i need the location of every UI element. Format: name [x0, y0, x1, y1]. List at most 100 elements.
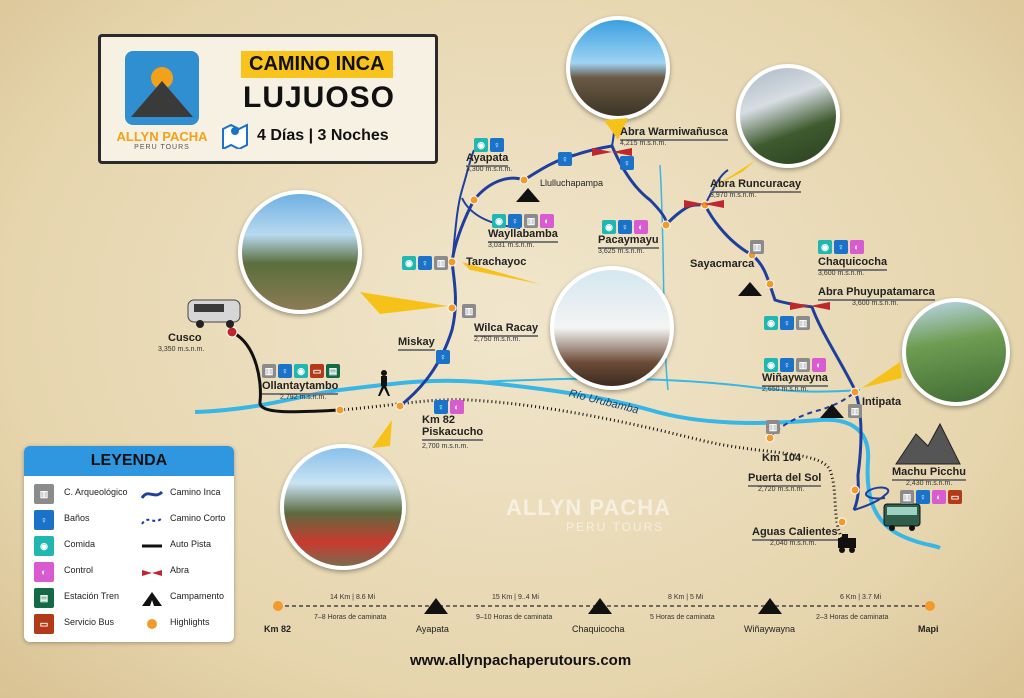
dining-photo: [550, 266, 674, 390]
ticket-icon: ◐: [932, 490, 946, 504]
highlight-dot: [765, 279, 775, 289]
cloud-forest-photo: [736, 64, 840, 168]
urubamba-river: [194, 378, 942, 550]
place-km104: Km 104: [762, 452, 802, 464]
highlight-dot: [661, 220, 671, 230]
hikers-photo: [238, 190, 362, 314]
pass-markers: [592, 148, 830, 310]
map-pin-icon: [222, 123, 248, 149]
place-km82: Km 82 Piskacucho 2,700 m.s.n.m.: [422, 414, 484, 450]
website-link[interactable]: www.allynpachaperutours.com: [410, 652, 632, 669]
segment-1-distance: 14 Km | 8.6 Mi: [330, 594, 376, 601]
place-puerta-del-sol: Puerta del Sol 2,720 m.s.n.m.: [748, 472, 822, 493]
food-icon: ◉: [474, 138, 488, 152]
food-icon: ◉: [294, 364, 308, 378]
place-sayacmarca: Sayacmarca: [690, 258, 755, 270]
bus-service-icon: ▭: [948, 490, 962, 504]
scale-stop-end: Mapi: [918, 624, 939, 634]
mountain-photo: [566, 16, 670, 120]
logo-name: ALLYN PACHA: [116, 129, 208, 144]
distance-scale: 14 Km | 8.6 Mi 7–8 Horas de caminata 15 …: [250, 588, 990, 638]
short-trail: [769, 391, 856, 439]
place-cusco: Cusco 3,350 m.s.n.m.: [158, 332, 205, 353]
highlight-dot: [837, 517, 847, 527]
train-icon: [838, 534, 856, 553]
place-abra-warmiwanusca: Abra Warmiwañusca 4,215 m.s.n.m.: [620, 126, 728, 147]
restroom-icon: ♀: [436, 350, 450, 364]
food-icon: ◉: [764, 358, 778, 372]
ticket-icon: ◐: [540, 214, 554, 228]
place-ayapata: Ayapata 3,300 m.s.n.m.: [466, 152, 513, 173]
trail-start-photo: [280, 444, 406, 570]
place-miskay: Miskay: [398, 336, 435, 351]
highlight-dot: [395, 401, 405, 411]
highlight-dot: [469, 195, 479, 205]
ruins-icon: ▥: [766, 420, 780, 434]
segment-4-distance: 6 Km | 3.7 Mi: [840, 594, 882, 601]
restroom-icon: ♀: [916, 490, 930, 504]
restroom-icon: ♀: [34, 510, 54, 530]
restroom-icon: ♀: [418, 256, 432, 270]
place-aguas-calientes: Aguas Calientes 2,040 m.s.n.m.: [752, 526, 838, 547]
title-card: ALLYN PACHA PERU TOURS CAMINO INCA LUJUO…: [98, 34, 438, 164]
restroom-icon: ♀: [620, 156, 634, 170]
highway-line-icon: [142, 544, 162, 548]
ruins-icon: ▥: [848, 404, 862, 418]
scale-stop-chaquicocha: Chaquicocha: [572, 624, 625, 634]
segment-2-distance: 15 Km | 9..4 Mi: [492, 594, 539, 601]
bus-service-icon: ▭: [310, 364, 324, 378]
place-pacaymayu: Pacaymayu 3,625 m.s.n.m.: [598, 234, 659, 255]
restroom-icon: ♀: [780, 358, 794, 372]
terraces-photo: [902, 298, 1010, 406]
ticket-icon: ◐: [850, 240, 864, 254]
ruins-icon: ▥: [524, 214, 538, 228]
food-icon: ◉: [764, 316, 778, 330]
ticket-icon: ◐: [450, 400, 464, 414]
scale-stop-ayapata: Ayapata: [416, 624, 449, 634]
segment-1-time: 7–8 Horas de caminata: [314, 614, 387, 621]
restroom-icon: ♀: [508, 214, 522, 228]
restroom-icon: ♀: [834, 240, 848, 254]
highlight-dot: [335, 405, 345, 415]
scale-stop-start: Km 82: [264, 624, 292, 634]
camp-markers: [516, 188, 844, 418]
segment-3-distance: 8 Km | 5 Mi: [668, 594, 704, 601]
title-tag: CAMINO INCA: [241, 51, 393, 78]
logo-icon: [125, 51, 199, 125]
place-wilca-racay: Wilca Racay 2,750 m.s.n.m.: [474, 322, 539, 343]
highlight-dot: [850, 485, 860, 495]
ruins-icon: ▥: [796, 316, 810, 330]
ticket-icon: ◐: [634, 220, 648, 234]
scale-stop-winaywayna: Wiñaywayna: [744, 624, 796, 634]
bus-icon: ▭: [34, 614, 54, 634]
place-intipata: Intipata: [862, 396, 902, 408]
watermark-subtitle: PERU TOURS: [566, 520, 665, 534]
train-station-icon: ▤: [326, 364, 340, 378]
restroom-icon: ♀: [558, 152, 572, 166]
food-icon: ◉: [602, 220, 616, 234]
ruins-icon: ▥: [796, 358, 810, 372]
logo: ALLYN PACHA PERU TOURS: [115, 51, 209, 161]
ruins-icon: ▥: [462, 304, 476, 318]
place-tarachayoc: Tarachayoc: [466, 256, 527, 268]
ruins-icon: ▥: [34, 484, 54, 504]
pass-icon: [142, 570, 162, 576]
place-abra-phuyupatamarca: Abra Phuyupatamarca 3,600 m.s.n.m.: [818, 286, 935, 307]
restroom-icon: ♀: [780, 316, 794, 330]
food-icon: ◉: [492, 214, 506, 228]
restroom-icon: ♀: [434, 400, 448, 414]
watermark: ALLYN PACHA: [506, 495, 672, 520]
place-winaywayna: Wiñaywayna 2,650 m.s.n.m.: [762, 372, 828, 393]
scale-line: [273, 598, 935, 614]
place-machu-picchu: Machu Picchu 2,430 m.s.n.m.: [892, 466, 966, 487]
place-chaquicocha: Chaquicocha 3,600 m.s.n.m.: [818, 256, 888, 277]
segment-2-time: 9–10 Horas de caminata: [476, 614, 553, 621]
highlight-dot: [850, 387, 860, 397]
segment-4-time: 2–3 Horas de caminata: [816, 614, 889, 621]
place-abra-runcuracay: Abra Runcuracay 3,970 m.s.n.m.: [710, 178, 802, 199]
trail-line-icon: [140, 490, 164, 499]
ruins-icon: ▥: [750, 240, 764, 254]
segment-3-time: 5 Horas de caminata: [650, 614, 715, 621]
